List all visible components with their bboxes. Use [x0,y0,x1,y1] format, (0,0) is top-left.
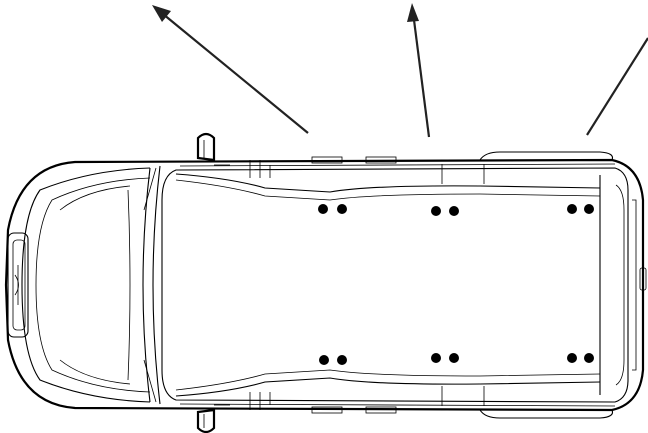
roof-panel [161,167,629,403]
mirror-right [196,408,216,433]
side-details-top [214,156,485,184]
mount-points [318,204,594,365]
arrow-center [407,3,431,138]
mount-point [584,204,594,214]
mount-point [567,204,577,214]
van-body [4,132,647,433]
body-outline [4,158,645,412]
mount-point [318,204,328,214]
mount-point [567,353,577,363]
mount-point [584,353,594,363]
mount-point [449,206,459,216]
mount-point [319,355,329,365]
mount-point [337,204,347,214]
mount-point [337,355,347,365]
mount-point [431,206,441,216]
arrow-right [586,37,648,136]
roof-rail-top [175,173,601,193]
front-grille [7,232,29,338]
arrow-left [152,5,309,134]
mount-point [431,353,441,363]
mount-point [449,353,459,363]
side-details-bottom [214,386,485,414]
rear-handle [639,267,647,291]
arrows [152,3,648,138]
roof-rail-bottom [175,377,601,397]
windshield [142,167,151,403]
mirror-left [196,132,216,162]
hood-outline [21,167,151,403]
